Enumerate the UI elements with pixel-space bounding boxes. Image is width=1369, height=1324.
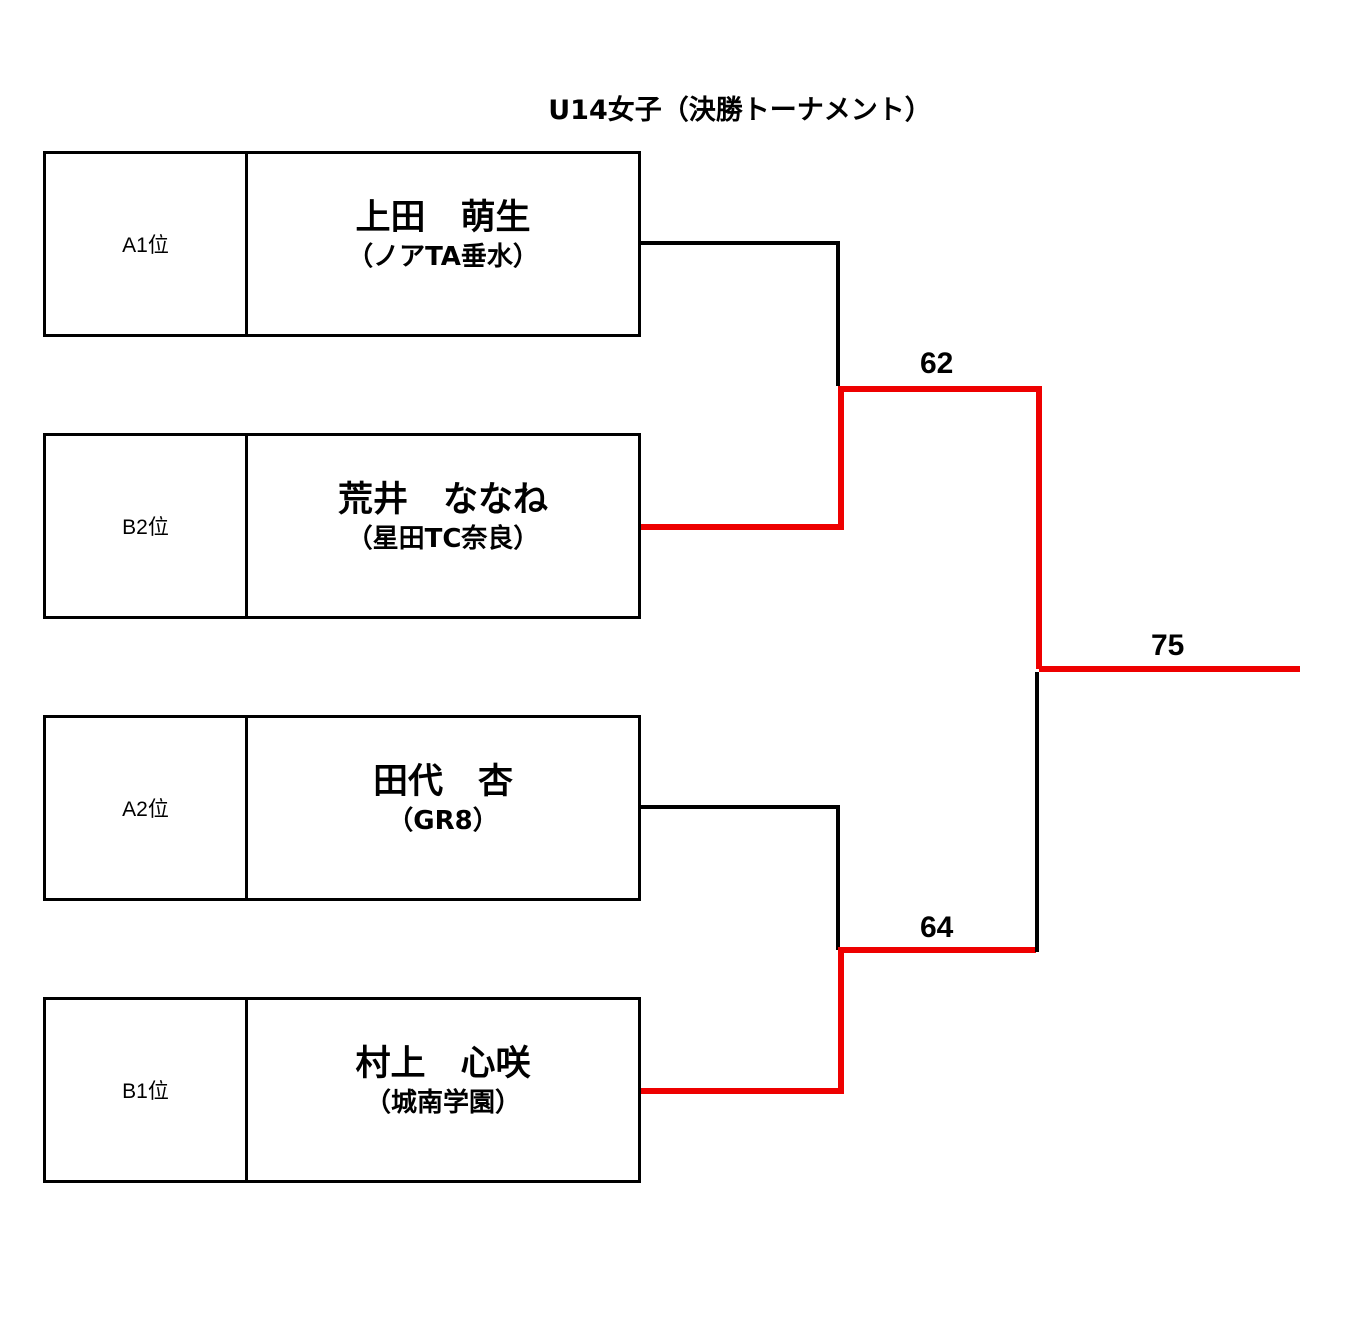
player-name: 村上 心咲 <box>355 1044 531 1084</box>
entry-b2: B2位 荒井 ななね （星田TC奈良） <box>43 433 641 619</box>
seed-label: A1位 <box>46 154 248 334</box>
entry-a2: A2位 田代 杏 （GR8） <box>43 715 641 901</box>
player-cell: 上田 萌生 （ノアTA垂水） <box>248 154 638 334</box>
player-cell: 村上 心咲 （城南学園） <box>248 1000 638 1180</box>
player-name: 荒井 ななね <box>337 480 548 520</box>
player-club: （城南学園） <box>364 1088 521 1118</box>
score-sf1: 62 <box>920 347 954 380</box>
line-b2-win <box>641 386 1042 669</box>
seed-label: B2位 <box>46 436 248 616</box>
player-cell: 田代 杏 （GR8） <box>248 718 638 898</box>
entry-b1: B1位 村上 心咲 （城南学園） <box>43 997 641 1183</box>
line-a2 <box>641 805 840 950</box>
player-name: 田代 杏 <box>372 762 513 802</box>
score-final: 75 <box>1151 629 1185 662</box>
line-b1-win <box>641 947 1036 1094</box>
line-a1 <box>641 241 840 386</box>
bracket-title: U14女子（決勝トーナメント） <box>548 95 932 126</box>
player-cell: 荒井 ななね （星田TC奈良） <box>248 436 638 616</box>
entry-a1: A1位 上田 萌生 （ノアTA垂水） <box>43 151 641 337</box>
seed-label: A2位 <box>46 718 248 898</box>
seed-label: B1位 <box>46 1000 248 1180</box>
player-club: （GR8） <box>387 806 499 836</box>
player-name: 上田 萌生 <box>355 198 531 238</box>
player-club: （星田TC奈良） <box>346 524 540 554</box>
player-club: （ノアTA垂水） <box>347 242 539 272</box>
score-sf2: 64 <box>920 911 954 944</box>
